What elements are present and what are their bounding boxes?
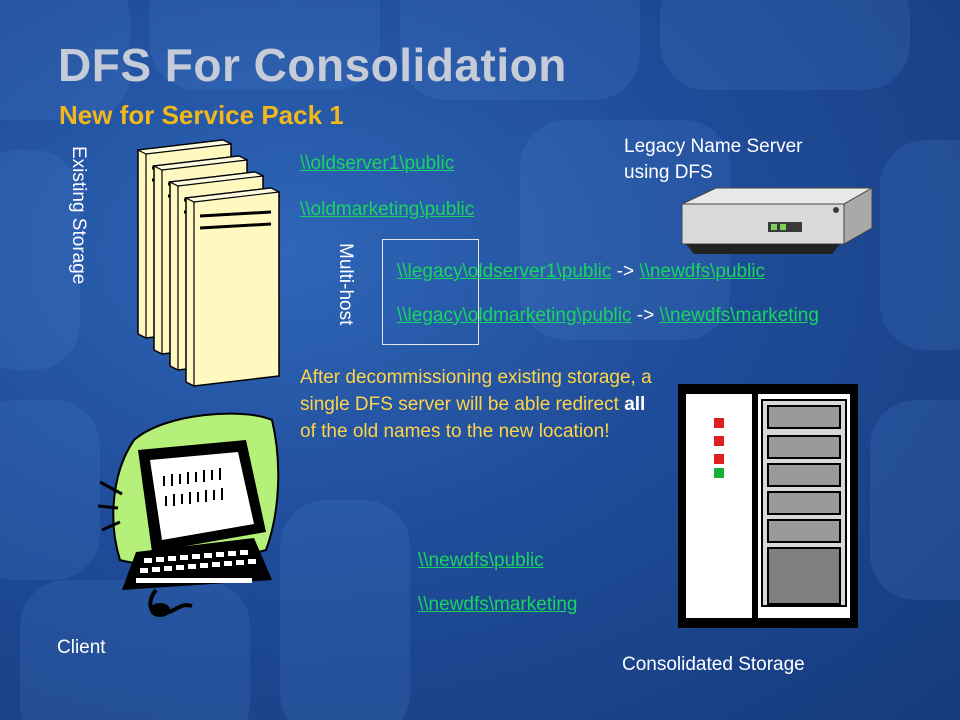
bg-shape	[20, 580, 250, 720]
multi-host-label: Multi-host	[335, 243, 356, 326]
oldmarketing-public-link[interactable]: \\oldmarketing\public	[300, 199, 475, 220]
mapping-arrow: ->	[611, 261, 640, 282]
bg-shape	[0, 400, 100, 580]
emphasis-all: all	[624, 394, 646, 415]
legacy-name-server-line-2: using DFS	[624, 162, 713, 183]
multi-host-box	[382, 239, 479, 345]
legacy-name-server-label: Legacy Name Server using DFS	[624, 134, 802, 186]
newdfs-public-link[interactable]: \\newdfs\public	[418, 550, 544, 571]
legacy-mapping-row-2: \\legacy\oldmarketing\public -> \\newdfs…	[397, 305, 819, 327]
oldserver1-public-link[interactable]: \\oldserver1\public	[300, 153, 455, 174]
newdfs-marketing-link[interactable]: \\newdfs\marketing	[418, 594, 578, 615]
consolidated-storage-rack-icon	[678, 384, 858, 628]
existing-storage-servers-icon	[135, 139, 280, 387]
bg-shape	[880, 140, 960, 350]
legacy-name-server-line-1: Legacy Name Server	[624, 136, 803, 157]
client-computer-icon	[97, 412, 280, 617]
bg-shape	[150, 0, 380, 90]
decommission-paragraph: After decommissioning existing storage, …	[300, 367, 652, 442]
legacy-oldmarketing-public-link[interactable]: \\legacy\oldmarketing\public	[397, 305, 632, 326]
bg-shape	[0, 0, 130, 120]
consolidated-storage-label: Consolidated Storage	[622, 654, 805, 675]
bg-shape	[280, 500, 410, 720]
client-label: Client	[57, 637, 106, 658]
newdfs-public-link[interactable]: \\newdfs\public	[639, 261, 766, 282]
newdfs-marketing-link[interactable]: \\newdfs\marketing	[659, 305, 819, 326]
bg-shape	[870, 400, 960, 600]
legacy-oldserver1-public-link[interactable]: \\legacy\oldserver1\public	[397, 261, 612, 282]
bg-shape	[400, 0, 640, 100]
bg-shape	[0, 150, 80, 370]
slide-subtitle: New for Service Pack 1	[59, 100, 344, 130]
existing-storage-label: Existing Storage	[68, 146, 89, 285]
bg-shape	[660, 0, 910, 90]
slide-title: DFS For Consolidation	[58, 39, 567, 91]
mapping-arrow: ->	[631, 305, 660, 326]
legacy-name-server-icon	[681, 187, 874, 254]
legacy-mapping-row-1: \\legacy\oldserver1\public -> \\newdfs\p…	[397, 261, 765, 283]
